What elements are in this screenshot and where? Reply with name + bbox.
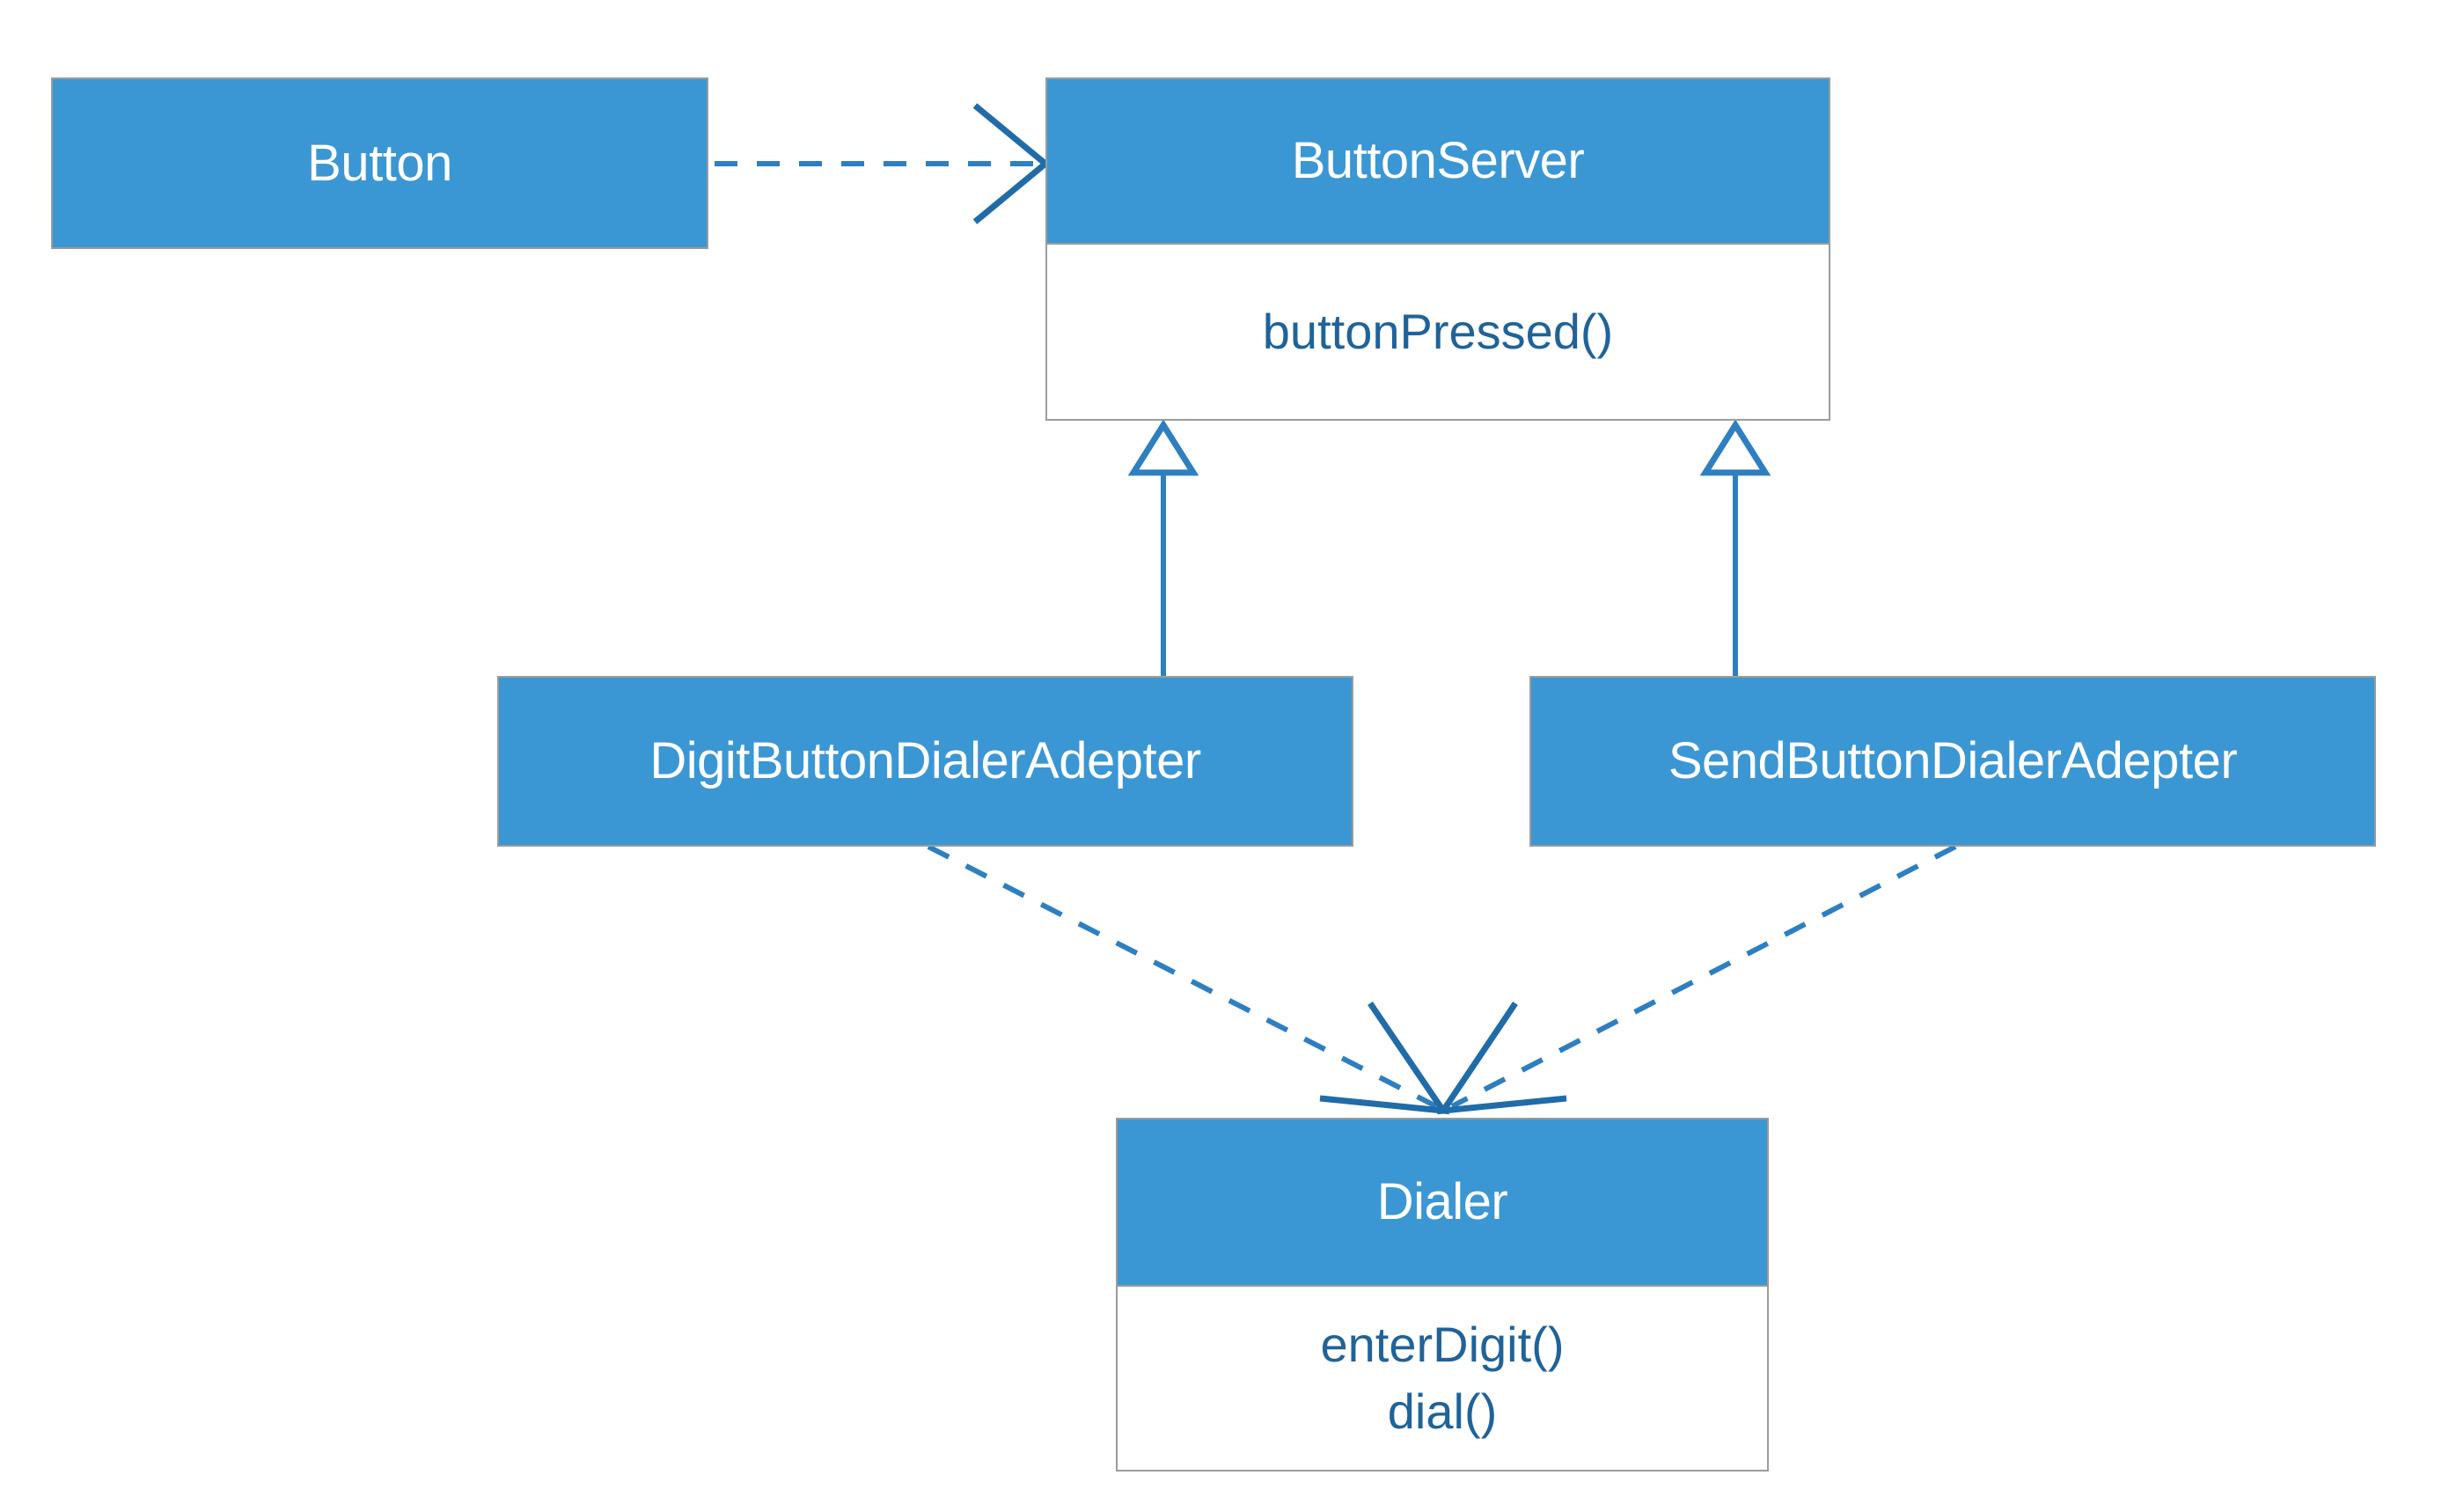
operation-dial: dial()	[1387, 1384, 1498, 1439]
generalization-sendadepter-to-buttonserver	[1699, 419, 1771, 676]
class-operations-dialer: enterDigit() dial()	[1116, 1287, 1769, 1472]
operation-enter-digit: enterDigit()	[1320, 1317, 1565, 1373]
class-name-button: Button	[51, 77, 708, 249]
dependency-sendadepter-to-dialer	[1436, 844, 1957, 1115]
class-name-send-button-dialer-adepter: SendButtonDialerAdepter	[1529, 676, 2376, 847]
dependency-digitadepter-to-dialer	[927, 844, 1450, 1115]
uml-class-dialer[interactable]: Dialer enterDigit() dial()	[1116, 1118, 1769, 1472]
uml-class-button-server[interactable]: ButtonServer buttonPressed()	[1045, 77, 1830, 421]
operation-button-pressed: buttonPressed()	[1262, 304, 1614, 360]
dependency-button-to-buttonserver	[715, 103, 1051, 224]
generalization-digitadepter-to-buttonserver	[1127, 419, 1199, 676]
class-name-button-server: ButtonServer	[1045, 77, 1830, 245]
class-name-digit-button-dialer-adepter: DigitButtonDialerAdepter	[497, 676, 1353, 847]
class-name-dialer: Dialer	[1116, 1118, 1769, 1287]
uml-class-button[interactable]: Button	[51, 77, 708, 249]
uml-class-send-button-dialer-adepter[interactable]: SendButtonDialerAdepter	[1529, 676, 2376, 847]
uml-class-digit-button-dialer-adepter[interactable]: DigitButtonDialerAdepter	[497, 676, 1353, 847]
class-operations-button-server: buttonPressed()	[1045, 245, 1830, 421]
